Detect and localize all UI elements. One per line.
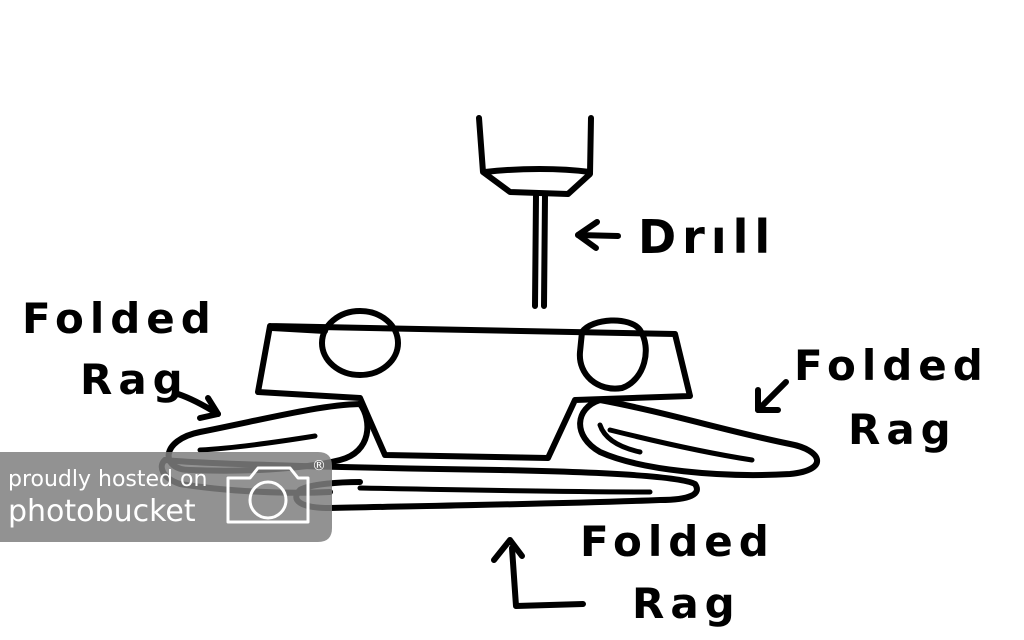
rag-label-bottom-line2: Rag bbox=[632, 579, 741, 628]
right-rag-arrow bbox=[755, 379, 789, 413]
left-rag-arrow bbox=[175, 391, 221, 421]
rag-label-bottom: Folded Rag bbox=[580, 517, 775, 628]
right-folded-rag bbox=[577, 397, 820, 478]
drill-bit bbox=[532, 193, 548, 309]
rag-label-top-left: Folded Rag bbox=[22, 294, 217, 404]
drill-arrow bbox=[575, 219, 621, 251]
rag-label-right: Folded Rag bbox=[794, 341, 989, 454]
rag-label-right-line2: Rag bbox=[848, 405, 957, 454]
left-clamp-knob bbox=[319, 308, 401, 378]
drill-chuck bbox=[476, 115, 594, 197]
rag-label-top-left-line2: Rag bbox=[80, 355, 189, 404]
bottom-rag-arrow bbox=[491, 537, 586, 609]
right-clamp-knob bbox=[576, 317, 649, 392]
camera-icon bbox=[226, 466, 310, 524]
watermark-registered-mark: ® bbox=[312, 458, 326, 474]
drill-label: Drıll bbox=[638, 210, 776, 264]
watermark-background bbox=[0, 452, 332, 542]
rag-label-bottom-line1: Folded bbox=[580, 517, 775, 566]
photobucket-watermark[interactable]: proudly hosted on photobucket ® bbox=[0, 452, 332, 542]
rag-label-top-left-line1: Folded bbox=[22, 294, 217, 343]
watermark-line2: photobucket bbox=[8, 494, 196, 529]
workpiece bbox=[255, 323, 693, 461]
rag-label-right-line1: Folded bbox=[794, 341, 989, 390]
watermark-line1: proudly hosted on bbox=[8, 467, 207, 492]
